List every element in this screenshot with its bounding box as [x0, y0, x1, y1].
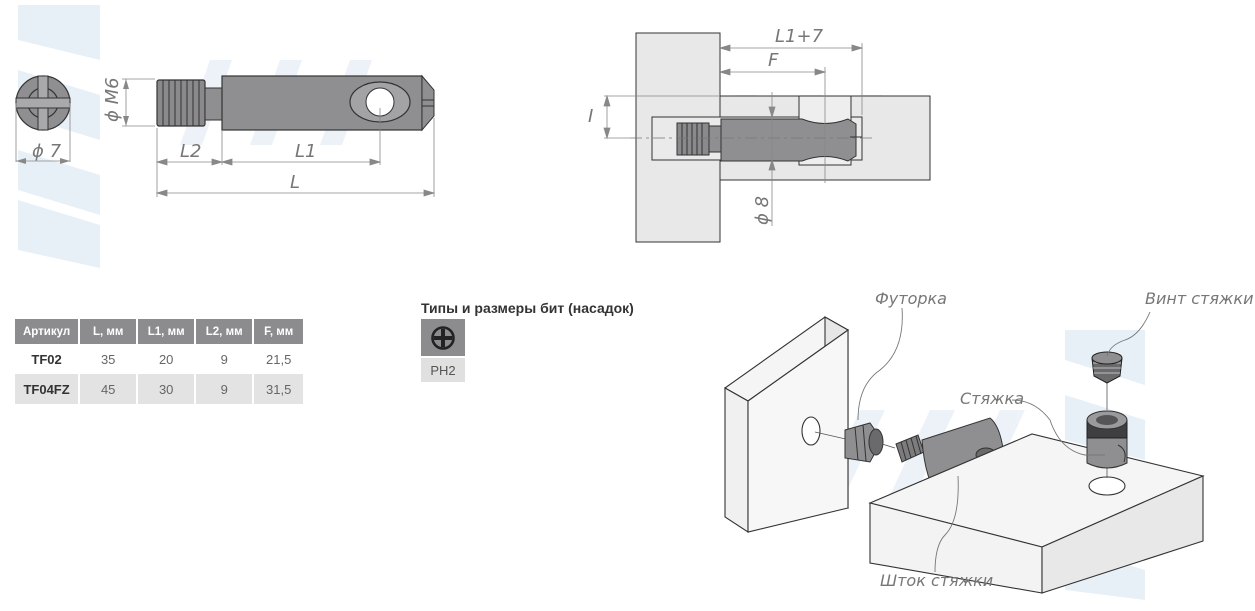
cell-article: TF04FZ	[15, 374, 81, 404]
header-f: F, мм	[253, 319, 304, 344]
i-label: I	[588, 106, 593, 127]
bit-label: PH2	[421, 358, 465, 382]
table-row: TF04FZ 45 30 9 31,5	[15, 374, 304, 404]
l-label: L	[290, 172, 300, 193]
header-l2: L2, мм	[195, 319, 255, 344]
l2-label: L2	[180, 141, 201, 162]
header-article: Артикул	[15, 319, 81, 344]
insert-label: Футорка	[875, 289, 947, 308]
install-drawing: L1+7 F I ϕ 8	[588, 26, 931, 243]
bit-ph2	[421, 319, 465, 356]
header-l1: L1, мм	[137, 319, 197, 344]
bits-title: Типы и размеры бит (насадок)	[421, 300, 634, 316]
assembly-illustration: Футорка Винт стяжки Стяжка Шток стяжки	[723, 289, 1253, 594]
hole-diameter-label: ϕ 8	[752, 196, 773, 225]
l1-plus-7-label: L1+7	[775, 26, 824, 47]
leader-lines	[857, 307, 1151, 573]
bolt-body	[156, 74, 435, 132]
thread-diameter-label: ϕ M6	[102, 77, 123, 122]
bolt-side-drawing: ϕ 7 ϕ M6 L2 L1 L	[15, 74, 436, 197]
cell-l1: 20	[137, 344, 197, 374]
header-l: L, мм	[79, 319, 139, 344]
phillips-icon	[431, 325, 455, 350]
cell-f: 21,5	[266, 351, 292, 367]
l1-label: L1	[295, 141, 316, 162]
cell-l: 45	[79, 374, 139, 404]
right-board	[868, 433, 1205, 594]
screw-label: Винт стяжки	[1145, 289, 1253, 308]
insert-part	[814, 422, 884, 463]
cell-l: 35	[79, 344, 139, 374]
f-label: F	[768, 50, 779, 71]
table-row: TF02 35 20 9 21,5	[15, 344, 303, 374]
left-board	[723, 316, 850, 534]
cam-screw-part	[1091, 351, 1123, 410]
head-diameter-label: ϕ 7	[32, 141, 62, 162]
cam-label: Стяжка	[960, 389, 1024, 408]
cell-l2: 9	[195, 374, 255, 404]
spec-table: Артикул L, мм L1, мм L2, мм F, мм TF02 3…	[15, 319, 304, 404]
cam-part	[1086, 410, 1128, 478]
cell-article: TF02	[15, 344, 81, 374]
table-header-row: Артикул L, мм L1, мм L2, мм F, мм	[15, 319, 304, 344]
cell-l1: 30	[137, 374, 197, 404]
cell-l2: 9	[195, 344, 255, 374]
bolt-label: Шток стяжки	[880, 571, 993, 590]
cell-f: 31,5	[253, 374, 304, 404]
bolt-head-end-view	[15, 75, 71, 164]
